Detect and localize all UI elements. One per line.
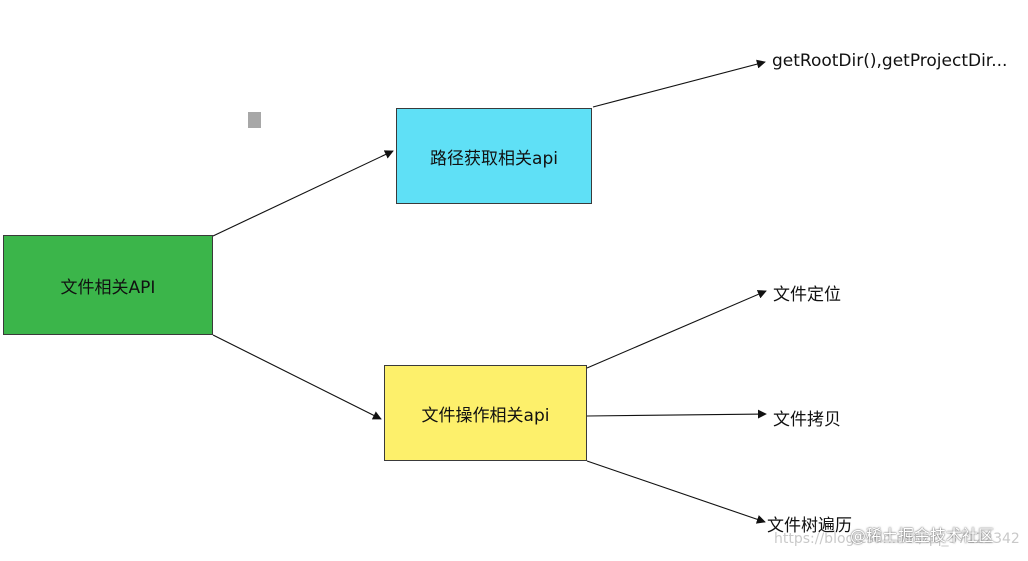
arrow-root-to-path	[212, 150, 394, 237]
node-path-api: 路径获取相关api	[396, 108, 592, 204]
node-file-op-api: 文件操作相关api	[384, 365, 587, 461]
arrow-path-to-rootdir	[592, 59, 766, 108]
node-file-api-label: 文件相关API	[60, 277, 156, 298]
arrow-fileop-to-locate	[586, 290, 767, 369]
leaf-root-dir: getRootDir(),getProjectDir...	[772, 51, 1008, 71]
brand-text: @稀土掘金技术社区	[850, 526, 995, 545]
node-path-api-label: 路径获取相关api	[430, 148, 558, 169]
watermark-brand: @稀土掘金技术社区	[850, 522, 994, 546]
node-file-op-api-label: 文件操作相关api	[421, 405, 550, 426]
watermark-url: https://blog.csdn.net/qq_37122342	[774, 531, 1020, 547]
arrow-fileop-to-copy	[586, 409, 767, 419]
arrow-fileop-to-tree	[586, 460, 766, 524]
leaf-file-copy: 文件拷贝	[773, 410, 841, 430]
leaf-file-locate: 文件定位	[773, 285, 841, 305]
grey-marker	[248, 112, 261, 128]
leaf-file-tree: 文件树遍历	[767, 516, 852, 536]
node-file-api: 文件相关API	[3, 235, 213, 335]
arrow-root-to-fileop	[212, 334, 382, 420]
